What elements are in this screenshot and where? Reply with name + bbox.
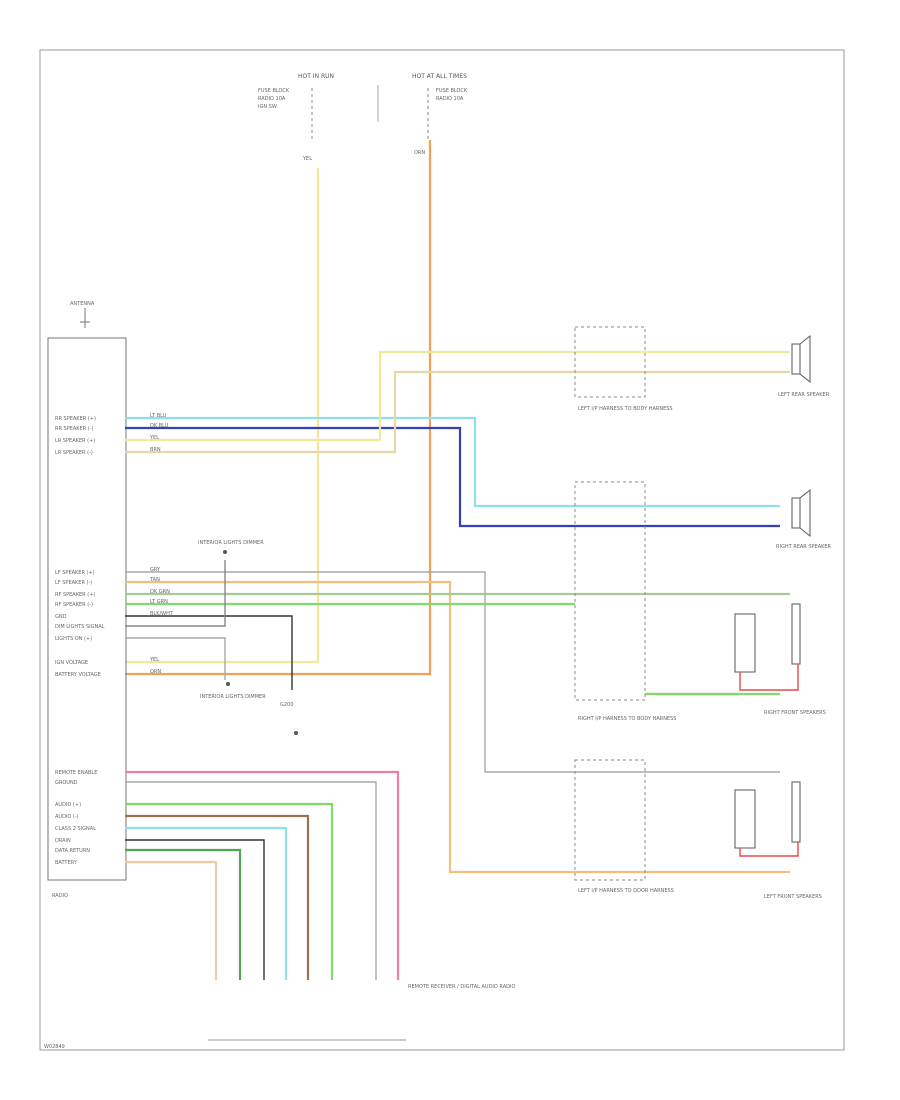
svg-text:RIGHT I/P HARNESS TO BODY HARN: RIGHT I/P HARNESS TO BODY HARNESS xyxy=(578,716,676,722)
svg-text:RADIO: RADIO xyxy=(52,893,68,899)
ign-voltage-wire xyxy=(125,168,320,664)
svg-text:DK BLU: DK BLU xyxy=(150,423,169,429)
svg-text:HOT IN RUN: HOT IN RUN xyxy=(298,73,334,80)
mid-output-labels: LF SPEAKER (+) LF SPEAKER (-) RF SPEAKER… xyxy=(55,567,174,678)
svg-text:BATTERY VOLTAGE: BATTERY VOLTAGE xyxy=(55,672,101,678)
svg-text:LT BLU: LT BLU xyxy=(150,413,167,419)
svg-text:DIM LIGHTS SIGNAL: DIM LIGHTS SIGNAL xyxy=(55,624,105,630)
svg-text:LIGHTS ON (+): LIGHTS ON (+) xyxy=(55,636,92,642)
svg-text:RR SPEAKER (+): RR SPEAKER (+) xyxy=(55,416,96,422)
svg-text:LEFT FRONT SPEAKERS: LEFT FRONT SPEAKERS xyxy=(764,894,822,900)
connector-c1: LEFT I/P HARNESS TO BODY HARNESS xyxy=(574,326,673,412)
svg-text:DK GRN: DK GRN xyxy=(150,589,170,595)
svg-text:DRAIN: DRAIN xyxy=(55,838,71,844)
svg-text:RF SPEAKER (-): RF SPEAKER (-) xyxy=(55,602,93,608)
svg-text:GRY: GRY xyxy=(150,567,161,573)
connector-c3: LEFT I/P HARNESS TO DOOR HARNESS xyxy=(574,759,674,894)
svg-text:YEL: YEL xyxy=(149,657,159,663)
svg-text:REMOTE ENABLE: REMOTE ENABLE xyxy=(55,770,97,776)
rear-output-labels: RR SPEAKER (+) RR SPEAKER (-) LR SPEAKER… xyxy=(55,413,169,456)
svg-text:G200: G200 xyxy=(280,702,293,708)
svg-text:LT GRN: LT GRN xyxy=(150,599,168,605)
svg-text:LEFT I/P HARNESS TO DOOR HARNE: LEFT I/P HARNESS TO DOOR HARNESS xyxy=(578,888,674,894)
battery-voltage-wire xyxy=(125,140,432,676)
splice-labels: INTERIOR LIGHTS DIMMER INTERIOR LIGHTS D… xyxy=(198,540,298,735)
svg-text:BRN: BRN xyxy=(150,447,161,453)
svg-text:ANTENNA: ANTENNA xyxy=(70,301,95,307)
svg-text:AUDIO (-): AUDIO (-) xyxy=(55,814,79,820)
bottom-output-wires xyxy=(125,770,400,980)
svg-text:YEL: YEL xyxy=(149,435,159,441)
left-rear-speaker: LEFT REAR SPEAKER xyxy=(778,334,830,398)
svg-text:LF SPEAKER (+): LF SPEAKER (+) xyxy=(55,570,95,576)
svg-text:RIGHT FRONT SPEAKERS: RIGHT FRONT SPEAKERS xyxy=(764,710,826,716)
fuse-right: HOT AT ALL TIMES FUSE BLOCK RADIO 10A OR… xyxy=(412,73,468,156)
svg-text:ORN: ORN xyxy=(414,150,425,156)
left-front-speakers: LEFT FRONT SPEAKERS xyxy=(734,781,822,900)
svg-text:RF SPEAKER (+): RF SPEAKER (+) xyxy=(55,592,95,598)
bottom-output-labels: REMOTE ENABLE GROUND AUDIO (+) AUDIO (-)… xyxy=(55,770,97,866)
diagram-frame xyxy=(39,49,845,1051)
svg-text:BLK/WHT: BLK/WHT xyxy=(150,611,174,617)
svg-text:GND: GND xyxy=(55,614,67,620)
svg-text:AUDIO (+): AUDIO (+) xyxy=(55,802,81,808)
svg-text:HOT AT ALL TIMES: HOT AT ALL TIMES xyxy=(412,73,467,80)
svg-text:BATTERY: BATTERY xyxy=(55,860,78,866)
svg-text:LR SPEAKER (-): LR SPEAKER (-) xyxy=(55,450,93,456)
svg-text:DATA RETURN: DATA RETURN xyxy=(55,848,90,854)
svg-text:RADIO 10A: RADIO 10A xyxy=(436,96,464,102)
svg-text:RADIO 10A: RADIO 10A xyxy=(258,96,286,102)
svg-text:ORN: ORN xyxy=(150,669,161,675)
svg-text:IGN SW: IGN SW xyxy=(258,104,277,110)
svg-text:RR SPEAKER (-): RR SPEAKER (-) xyxy=(55,426,94,432)
svg-text:CLASS 2 SIGNAL: CLASS 2 SIGNAL xyxy=(55,826,96,832)
page-code: W02849 xyxy=(44,1044,65,1050)
svg-text:FUSE BLOCK: FUSE BLOCK xyxy=(258,88,290,94)
svg-text:IGN VOLTAGE: IGN VOLTAGE xyxy=(55,660,88,666)
svg-text:LEFT I/P HARNESS TO BODY HARNE: LEFT I/P HARNESS TO BODY HARNESS xyxy=(578,406,673,412)
svg-text:FUSE BLOCK: FUSE BLOCK xyxy=(436,88,468,94)
svg-text:TAN: TAN xyxy=(149,577,160,583)
svg-text:LF SPEAKER (-): LF SPEAKER (-) xyxy=(55,580,92,586)
radio-unit: ANTENNA RADIO xyxy=(47,301,127,899)
svg-text:YEL: YEL xyxy=(302,156,312,162)
rear-speaker-wires xyxy=(125,350,790,528)
front-speaker-wires xyxy=(125,560,790,874)
svg-text:LR SPEAKER (+): LR SPEAKER (+) xyxy=(55,438,95,444)
right-rear-speaker: RIGHT REAR SPEAKER xyxy=(776,488,832,550)
right-front-speakers: RIGHT FRONT SPEAKERS xyxy=(734,603,826,716)
svg-text:REMOTE RECEIVER / DIGITAL AUDI: REMOTE RECEIVER / DIGITAL AUDIO RADIO xyxy=(408,984,515,990)
svg-text:LEFT REAR SPEAKER: LEFT REAR SPEAKER xyxy=(778,392,830,398)
fuse-left: HOT IN RUN FUSE BLOCK RADIO 10A IGN SW Y… xyxy=(258,73,379,162)
remote-module: REMOTE RECEIVER / DIGITAL AUDIO RADIO xyxy=(208,984,515,1041)
svg-text:INTERIOR LIGHTS DIMMER: INTERIOR LIGHTS DIMMER xyxy=(198,540,264,546)
svg-text:INTERIOR LIGHTS DIMMER: INTERIOR LIGHTS DIMMER xyxy=(200,694,266,700)
connector-c2: RIGHT I/P HARNESS TO BODY HARNESS xyxy=(574,481,676,722)
svg-text:RIGHT REAR SPEAKER: RIGHT REAR SPEAKER xyxy=(776,544,832,550)
svg-text:GROUND: GROUND xyxy=(55,780,78,786)
